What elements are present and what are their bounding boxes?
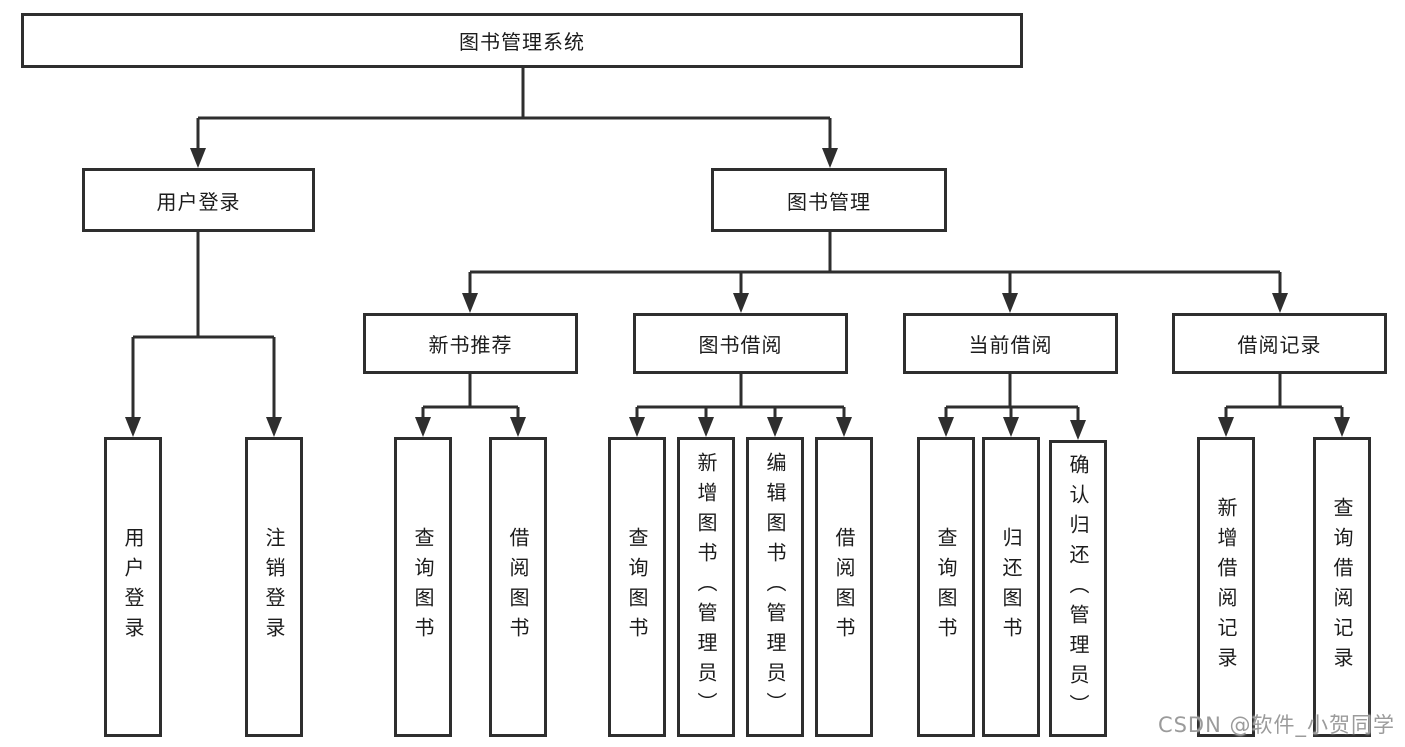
node-user-login: 用户登录 <box>82 168 315 232</box>
leaf-cb-confirm-return-admin: 确认归还（管理员） <box>1049 440 1107 737</box>
node-label: 新增图书（管理员） <box>694 452 718 722</box>
node-label: 新增借阅记录 <box>1214 497 1238 677</box>
node-label: 图书借阅 <box>698 333 783 357</box>
leaf-bb-query-books: 查询图书 <box>608 437 666 737</box>
leaf-nb-borrow-books: 借阅图书 <box>489 437 547 737</box>
node-label: 确认归还（管理员） <box>1066 453 1090 724</box>
node-label: 用户登录 <box>121 527 145 647</box>
node-label: 借阅图书 <box>506 527 530 647</box>
node-label: 图书管理 <box>787 189 871 214</box>
leaf-cb-query-books: 查询图书 <box>917 437 975 737</box>
leaf-user-login: 用户登录 <box>104 437 162 737</box>
node-borrowing-records: 借阅记录 <box>1172 313 1387 374</box>
node-label: 借阅记录 <box>1237 333 1322 357</box>
leaf-bb-borrow-books: 借阅图书 <box>815 437 873 737</box>
leaf-logout: 注销登录 <box>245 437 303 737</box>
node-label: 借阅图书 <box>832 527 856 647</box>
node-label: 图书管理系统 <box>459 30 585 54</box>
node-label: 查询图书 <box>411 527 435 647</box>
node-new-book-recommend: 新书推荐 <box>363 313 578 374</box>
node-label: 用户登录 <box>156 189 241 214</box>
node-book-borrowing: 图书借阅 <box>633 313 848 374</box>
leaf-nb-query-books: 查询图书 <box>394 437 452 737</box>
node-label: 查询图书 <box>625 527 649 647</box>
node-label: 查询借阅记录 <box>1330 497 1354 677</box>
leaf-br-query-record: 查询借阅记录 <box>1313 437 1371 737</box>
node-label: 编辑图书（管理员） <box>763 452 787 722</box>
node-label: 归还图书 <box>999 527 1023 647</box>
leaf-bb-add-books-admin: 新增图书（管理员） <box>677 437 735 737</box>
node-label: 新书推荐 <box>428 333 513 357</box>
node-current-borrowing: 当前借阅 <box>903 313 1118 374</box>
leaf-cb-return-books: 归还图书 <box>982 437 1040 737</box>
arrowheads <box>125 148 1350 440</box>
leaf-br-add-record: 新增借阅记录 <box>1197 437 1255 737</box>
leaf-bb-edit-books-admin: 编辑图书（管理员） <box>746 437 804 737</box>
node-book-management: 图书管理 <box>711 168 947 232</box>
csdn-watermark: CSDN @软件_小贺同学 <box>1157 713 1395 737</box>
node-library-management-system: 图书管理系统 <box>21 13 1023 68</box>
node-label: 注销登录 <box>262 527 286 647</box>
node-label: 查询图书 <box>934 527 958 647</box>
node-label: 当前借阅 <box>968 333 1053 357</box>
